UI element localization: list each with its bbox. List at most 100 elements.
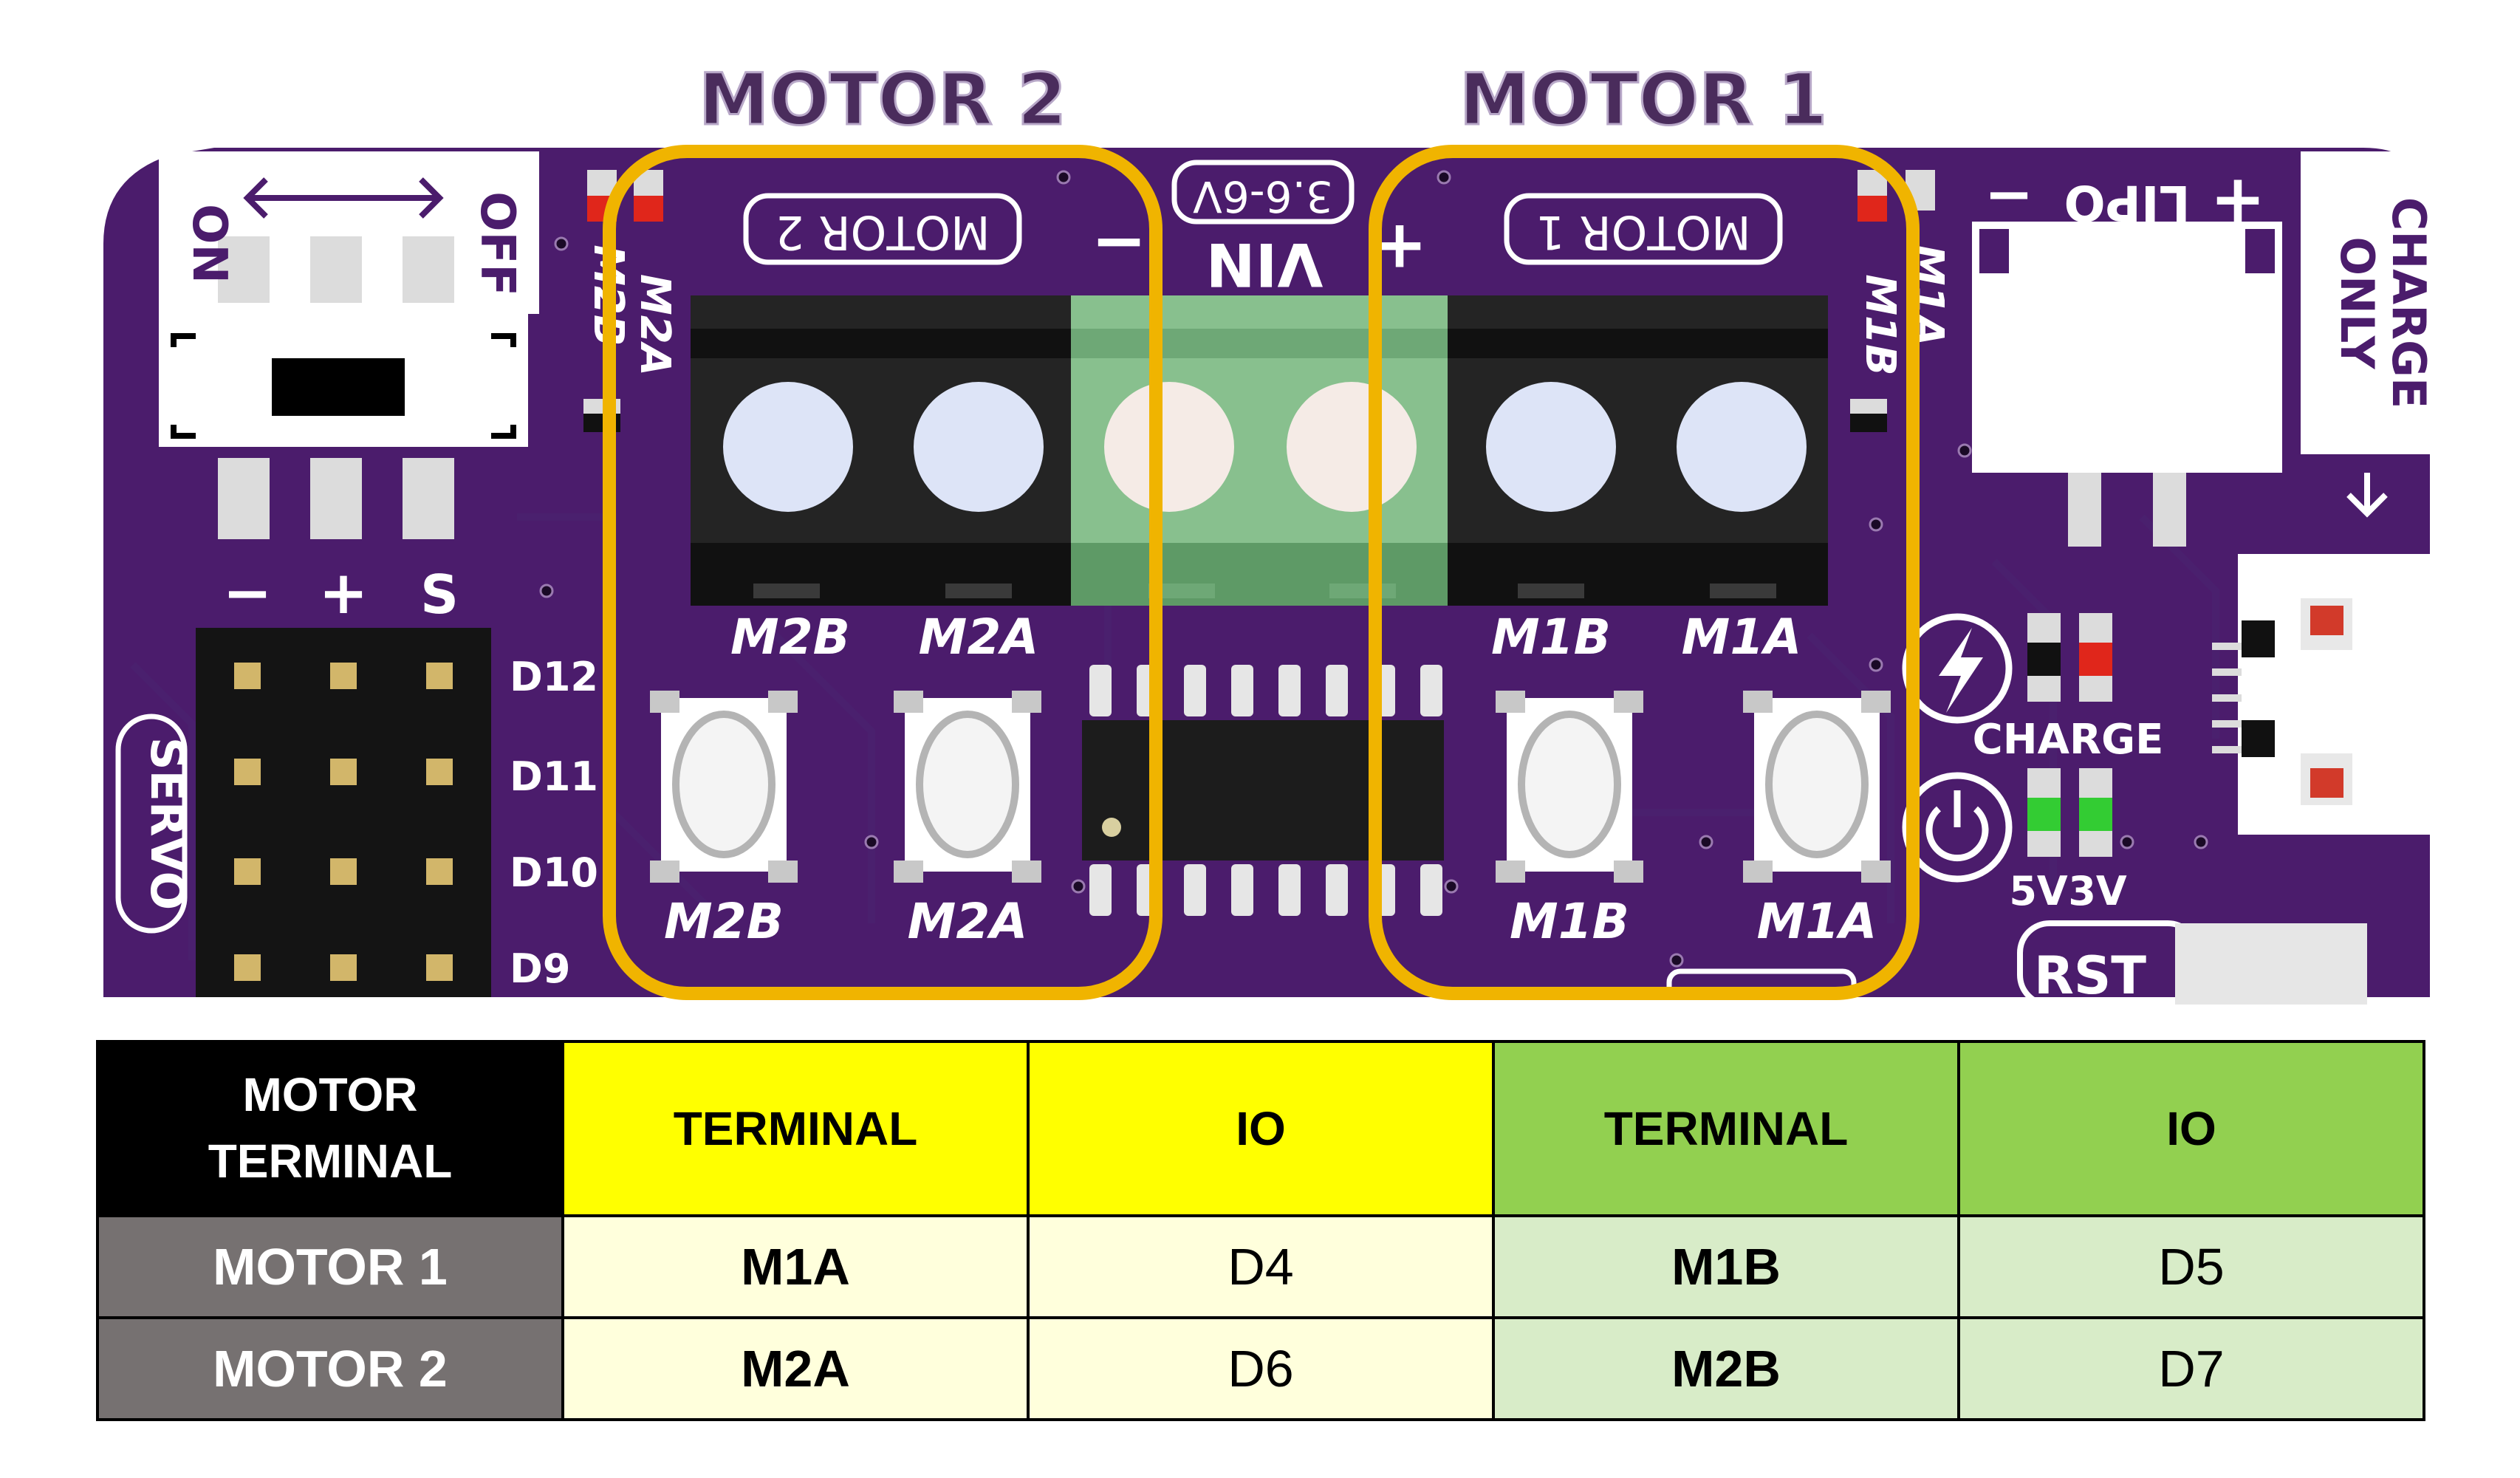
ic-pin bbox=[1231, 864, 1253, 916]
lipo-connector bbox=[1972, 222, 2282, 547]
edge-m2a-label: M2A bbox=[631, 274, 679, 376]
motor1-silk-label: MOTOR 1 bbox=[1535, 205, 1750, 259]
button-m2a[interactable] bbox=[894, 691, 1041, 883]
servo-pin-label: D9 bbox=[510, 945, 570, 992]
table-row: MOTOR 2 M2A D6 M2B D7 bbox=[96, 1316, 2425, 1421]
table-cell: M1A bbox=[561, 1214, 1030, 1319]
vin-label: VIN bbox=[1206, 230, 1324, 298]
vin-range-outline bbox=[1171, 160, 1355, 225]
servo-header-pin bbox=[330, 759, 357, 785]
button-m2a-label: M2A bbox=[908, 893, 1028, 950]
servo-minus-label: − bbox=[222, 558, 272, 627]
servo-pin-label: D10 bbox=[510, 849, 598, 896]
ic-pin bbox=[1089, 665, 1112, 716]
column-header: TERMINAL bbox=[1492, 1040, 1960, 1217]
status-leds bbox=[2027, 613, 2112, 857]
table-cell: M1B bbox=[1492, 1214, 1960, 1319]
button-m2b-label: M2B bbox=[664, 893, 784, 950]
ic-pin bbox=[1420, 665, 1442, 716]
servo-header-pin bbox=[330, 663, 357, 689]
terminal-screw bbox=[1486, 382, 1616, 512]
ic-pin bbox=[1184, 665, 1206, 716]
terminal-m1a-label: M1A bbox=[1682, 609, 1802, 666]
table-cell: D6 bbox=[1027, 1316, 1495, 1421]
ic-pin bbox=[1089, 864, 1112, 916]
servo-label-outline bbox=[115, 714, 188, 934]
ic-pin bbox=[1184, 864, 1206, 916]
servo-header-pin bbox=[426, 858, 453, 885]
button-m2b[interactable] bbox=[650, 691, 798, 883]
servo-header-pin bbox=[426, 954, 453, 981]
button-m1a[interactable] bbox=[1743, 691, 1891, 883]
lipo-label: LIPO bbox=[2064, 174, 2190, 231]
ic-pin bbox=[1278, 864, 1301, 916]
vin-range-label: 3.6-6V bbox=[1193, 171, 1333, 222]
ic-pin bbox=[1231, 665, 1253, 716]
column-header: TERMINAL bbox=[561, 1040, 1030, 1217]
corner-line-1: MOTOR bbox=[242, 1068, 418, 1122]
charge-only-label-1: CHARGE bbox=[2382, 197, 2436, 408]
led-5v-label: 5V bbox=[2009, 868, 2068, 914]
ic-pin bbox=[1326, 864, 1348, 916]
arrow-down-icon bbox=[2346, 473, 2388, 518]
power-switch[interactable] bbox=[159, 151, 539, 539]
power-icon-ring bbox=[1902, 772, 2013, 883]
terminal-m2b-label: M2B bbox=[730, 609, 850, 666]
vin-minus-label: − bbox=[1091, 205, 1146, 283]
terminal-screw bbox=[1287, 382, 1417, 512]
switch-off-label: OFF bbox=[470, 191, 524, 296]
led-3v-label: 3V bbox=[2068, 868, 2127, 914]
servo-plus-label: + bbox=[318, 558, 368, 627]
table-header-row: MOTOR TERMINAL TERMINAL IO TERMINAL IO bbox=[96, 1040, 2425, 1217]
table-cell: D7 bbox=[1957, 1316, 2425, 1421]
lipo-minus-label: − bbox=[1984, 160, 2033, 228]
servo-header-pin bbox=[330, 954, 357, 981]
row-header: MOTOR 2 bbox=[96, 1316, 564, 1421]
table-corner-cell: MOTOR TERMINAL bbox=[96, 1040, 564, 1217]
servo-header-pin bbox=[426, 759, 453, 785]
servo-header-pin bbox=[234, 759, 261, 785]
terminal-screw bbox=[723, 382, 853, 512]
charge-only-label-2: ONLY bbox=[2330, 236, 2384, 369]
servo-header-pin bbox=[234, 663, 261, 689]
reset-button[interactable] bbox=[2175, 923, 2367, 1005]
servo-pin-labels: D12 D11 D10 D9 bbox=[510, 654, 598, 992]
button-m1b[interactable] bbox=[1496, 691, 1643, 883]
servo-header-pin bbox=[234, 954, 261, 981]
table-cell: D5 bbox=[1957, 1214, 2425, 1319]
ic-pin bbox=[1420, 864, 1442, 916]
servo-pin-label: D11 bbox=[510, 753, 598, 800]
motor2-silk-outline bbox=[743, 193, 1022, 265]
motor-pin-table: MOTOR TERMINAL TERMINAL IO TERMINAL IO M… bbox=[96, 1040, 2425, 1421]
servo-pin-label: D12 bbox=[510, 654, 598, 700]
column-header: IO bbox=[1027, 1040, 1495, 1217]
button-m1b-label: M1B bbox=[1510, 893, 1629, 950]
servo-header bbox=[196, 628, 491, 997]
servo-signal-label: S bbox=[420, 564, 459, 626]
lightning-icon bbox=[1939, 628, 1983, 713]
motor1-callout-title: MOTOR 1 bbox=[1459, 58, 1827, 141]
pcb-illustration: MOTOR 2 MOTOR 1 bbox=[103, 57, 2445, 1006]
usb-port bbox=[2212, 554, 2445, 835]
motor2-callout-title: MOTOR 2 bbox=[699, 58, 1066, 141]
column-header: IO bbox=[1957, 1040, 2425, 1217]
terminal-screw bbox=[1677, 382, 1807, 512]
servo-header-pin bbox=[234, 858, 261, 885]
terminal-block bbox=[691, 295, 1828, 606]
motor1-silk-outline bbox=[1504, 193, 1783, 265]
power-icon bbox=[1925, 806, 1989, 862]
servo-label: SERVO bbox=[140, 737, 194, 910]
ic-pin bbox=[1278, 665, 1301, 716]
rst-label: RST bbox=[2034, 945, 2146, 1006]
motor2-callout-box bbox=[603, 145, 1163, 1000]
terminal-m2a-label: M2A bbox=[919, 609, 1039, 666]
table-cell: M2B bbox=[1492, 1316, 1960, 1421]
ic-pin bbox=[1326, 665, 1348, 716]
terminal-screw bbox=[1104, 382, 1234, 512]
button-m1a-label: M1A bbox=[1757, 893, 1877, 950]
servo-header-pin bbox=[330, 858, 357, 885]
table-cell: M2A bbox=[561, 1316, 1030, 1421]
servo-header-pin bbox=[426, 663, 453, 689]
charge-only-panel bbox=[2301, 151, 2430, 454]
